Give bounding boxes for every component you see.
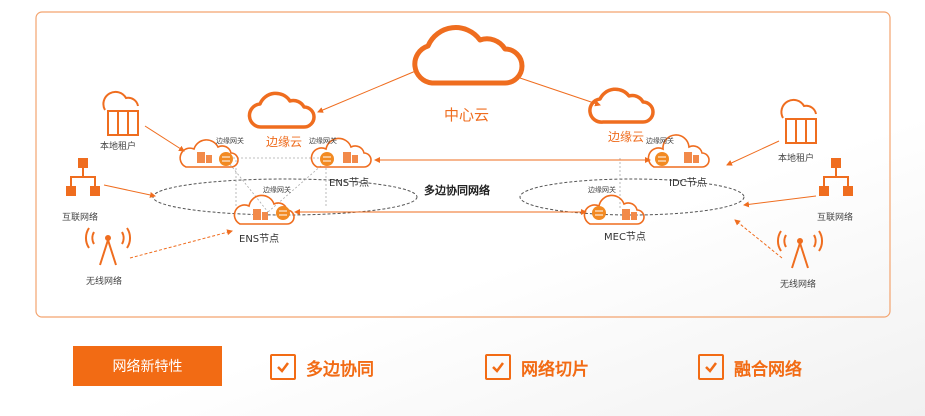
tenant-label-right: 本地租户: [778, 154, 815, 164]
edge-cloud-left-label: 边缘云: [266, 135, 303, 149]
wireless-icon-right: [776, 230, 824, 269]
node-label-ens-bottom: ENS节点: [239, 234, 280, 245]
feature-label: 多边协同: [306, 359, 374, 380]
node-cloud-mec: [583, 194, 645, 225]
edge-cloud-left-icon: [247, 91, 316, 129]
node-label-mec: MEC节点: [604, 232, 646, 243]
gateway-label: 边缘网关: [646, 137, 674, 145]
internet-label-left: 互联网络: [62, 213, 99, 223]
network-label: 多边协同网络: [424, 184, 490, 197]
right-network-ellipse: [519, 178, 745, 216]
internet-label-right: 互联网络: [817, 213, 854, 223]
gateway-label: 边缘网关: [588, 186, 616, 194]
edge-cloud-right-icon: [588, 87, 655, 124]
feature-item: 多边协同: [270, 352, 374, 382]
node-label-ens-top: ENS节点: [329, 178, 370, 189]
wireless-label-right: 无线网络: [780, 280, 817, 290]
node-cloud-bl: [233, 194, 295, 225]
center-cloud-label: 中心云: [444, 106, 490, 124]
check-icon: [270, 354, 296, 380]
center-cloud-icon: [412, 25, 525, 86]
tenant-label-left: 本地租户: [100, 142, 137, 152]
check-icon: [485, 354, 511, 380]
wireless-label-left: 无线网络: [86, 277, 123, 287]
feature-item: 网络切片: [485, 352, 589, 382]
tenant-icon-left: [102, 90, 139, 136]
gateway-label: 边缘网关: [216, 137, 244, 145]
feature-label: 融合网络: [734, 359, 802, 380]
gateway-label: 边缘网关: [263, 186, 291, 194]
wireless-icon-left: [84, 227, 132, 266]
node-label-idc: IDC节点: [669, 178, 707, 189]
check-icon: [698, 354, 724, 380]
feature-label: 网络切片: [521, 359, 589, 380]
internet-icon-right: [819, 158, 853, 196]
feature-item: 融合网络: [698, 352, 802, 382]
node-cloud-idc: [647, 134, 710, 168]
edge-cloud-right-label: 边缘云: [608, 130, 645, 144]
tenant-icon-right: [780, 98, 817, 144]
node-cloud-tr: [310, 137, 372, 168]
internet-icon-left: [66, 158, 100, 196]
diagram-frame: [35, 11, 891, 318]
features-title: 网络新特性: [73, 346, 222, 386]
gateway-label: 边缘网关: [309, 137, 337, 145]
